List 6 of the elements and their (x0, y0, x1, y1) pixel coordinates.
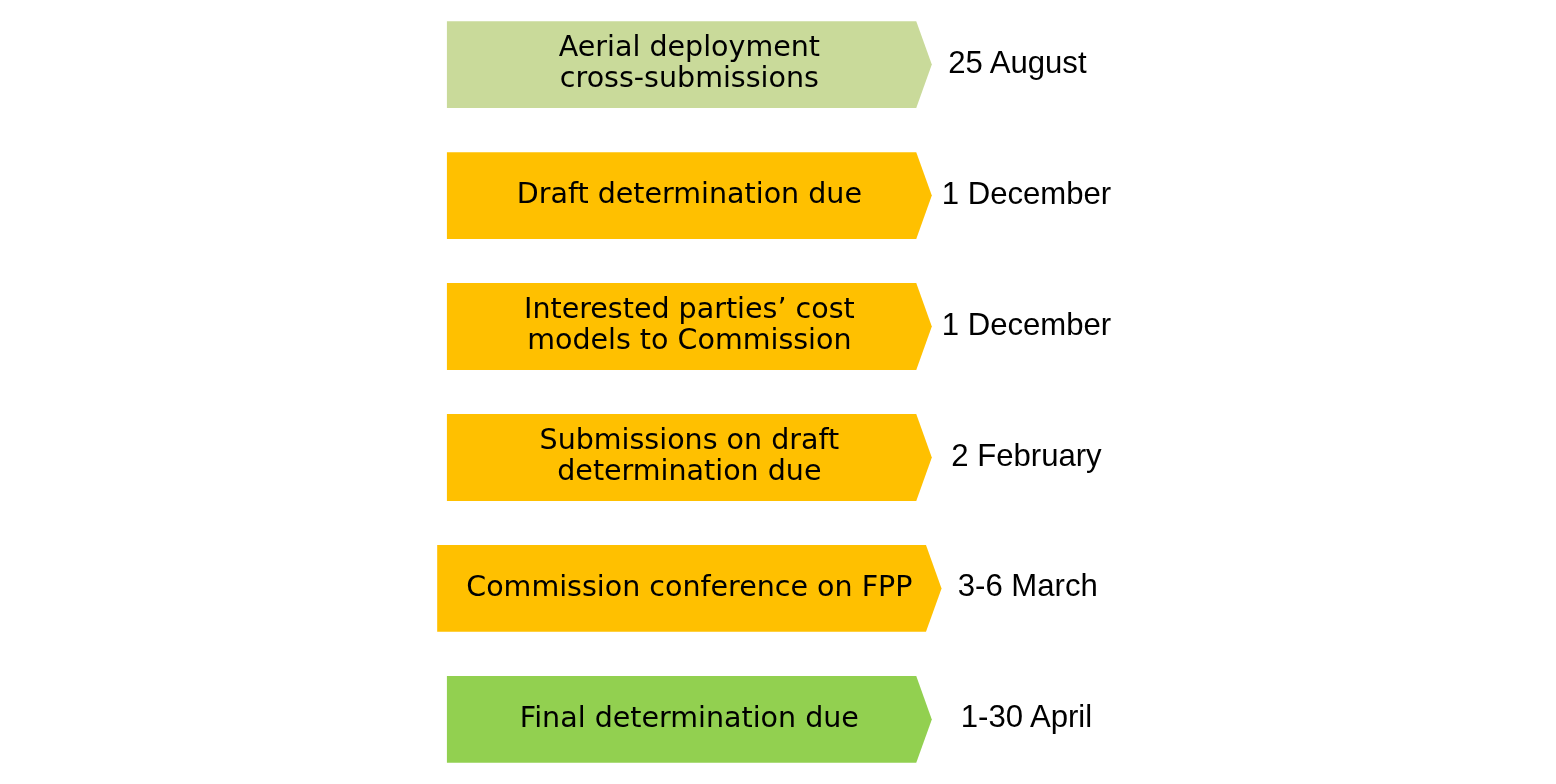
node-label: 1 December (941, 306, 1111, 342)
node-label: 3-6 March (957, 568, 1098, 604)
node-label: 1-30 April (960, 699, 1092, 735)
node-label: 25 August (947, 44, 1087, 80)
node-label: 1 December (941, 175, 1111, 211)
node-label: 2 February (950, 437, 1102, 473)
